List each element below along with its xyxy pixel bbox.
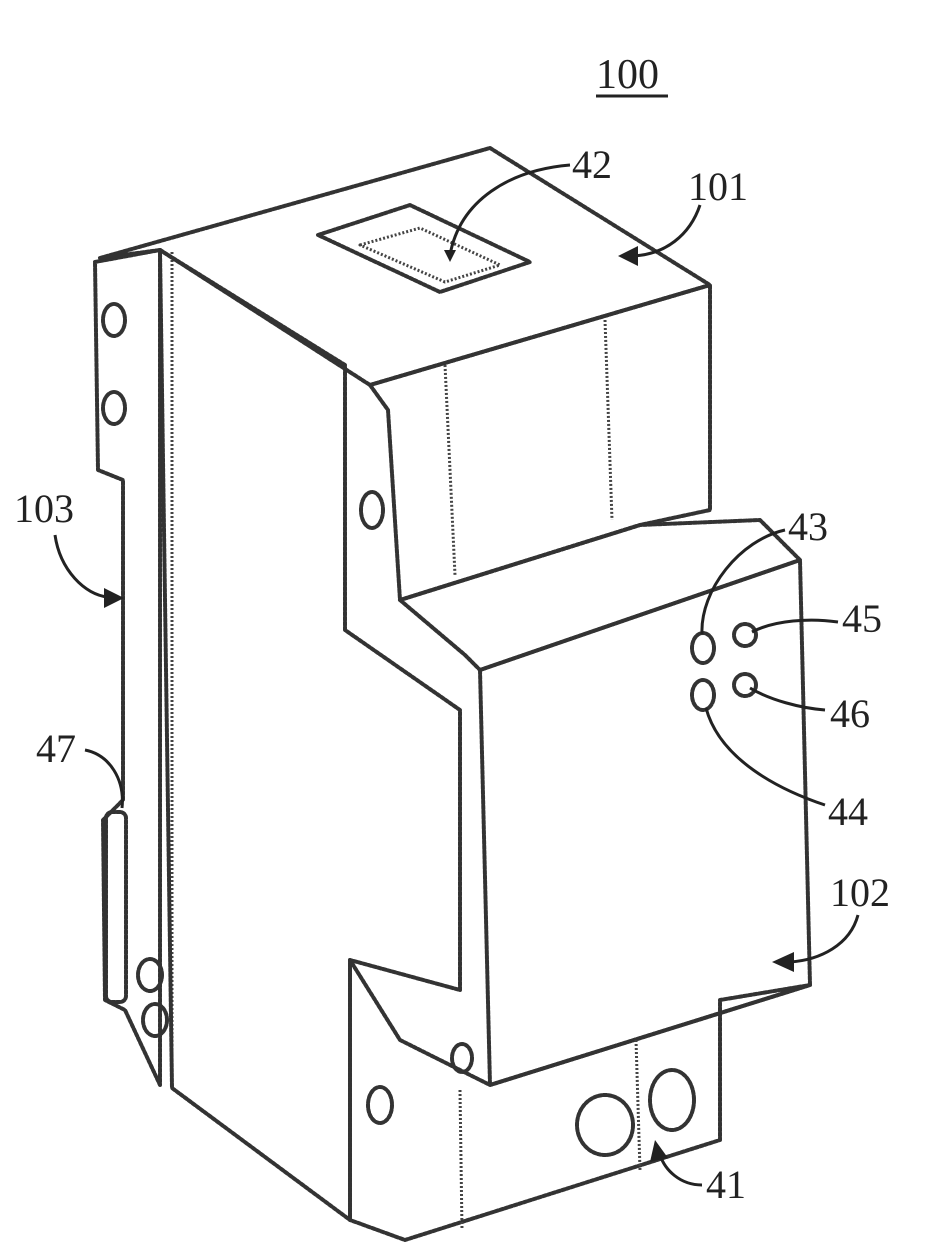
housing-side-hole — [361, 492, 383, 528]
label-47: 47 — [36, 726, 76, 771]
label-103: 103 — [14, 486, 74, 531]
upper-module-divider — [445, 365, 455, 575]
lower-module-front — [480, 560, 810, 1085]
label-46: 46 — [830, 691, 870, 736]
leader-41 — [660, 1155, 702, 1185]
label-45: 45 — [842, 596, 882, 641]
indicator-44 — [692, 680, 714, 710]
leader-103 — [55, 535, 108, 597]
upper-module-front — [370, 285, 710, 600]
top-port-opening — [318, 205, 530, 292]
leader-101 — [632, 205, 700, 256]
bottom-port-pin — [636, 1040, 640, 1170]
rail-hole-upper — [103, 304, 125, 336]
indicator-43 — [692, 633, 714, 663]
label-42: 42 — [572, 142, 612, 187]
side-slot — [106, 812, 126, 1002]
arrow-102 — [772, 952, 794, 972]
leader-42 — [450, 165, 570, 255]
housing-left-face — [160, 250, 460, 1220]
leader-102 — [790, 915, 858, 962]
arrow-101 — [618, 246, 638, 266]
leader-47 — [85, 750, 122, 808]
housing-top-face — [100, 148, 710, 385]
step-ledge — [400, 520, 800, 670]
label-44: 44 — [828, 789, 868, 834]
leader-45 — [752, 620, 838, 632]
label-41: 41 — [706, 1162, 746, 1207]
arrow-42 — [444, 250, 456, 262]
label-43: 43 — [788, 504, 828, 549]
indicator-46 — [734, 674, 756, 696]
figure-number: 100 — [596, 52, 659, 98]
leader-46 — [750, 688, 825, 710]
reference-numerals: 42 101 103 43 45 46 47 44 102 41 — [14, 142, 890, 1207]
arrow-103 — [104, 588, 124, 608]
label-102: 102 — [830, 870, 890, 915]
bottom-port-left — [577, 1095, 633, 1155]
label-101: 101 — [688, 164, 748, 209]
base-hole-small — [452, 1044, 472, 1072]
base-hole-left — [368, 1087, 392, 1123]
base-block-edge — [460, 1090, 462, 1230]
leader-43 — [702, 530, 785, 634]
bottom-port-right — [650, 1070, 694, 1130]
lower-rail-hole-b — [143, 1004, 167, 1036]
indicator-45 — [734, 624, 756, 646]
device-body — [95, 148, 810, 1240]
upper-module-divider-2 — [605, 320, 612, 520]
rail-hole-middle — [103, 392, 125, 424]
